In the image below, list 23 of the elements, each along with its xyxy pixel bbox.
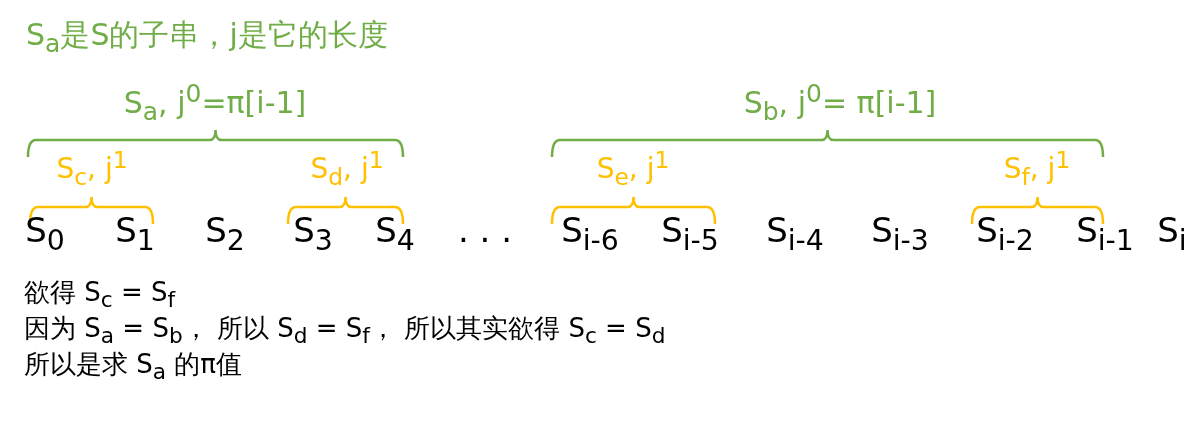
ellipsis: . . . <box>458 212 512 250</box>
sequence-element: S$_{3}$ <box>293 212 333 256</box>
text-line: 所以是求 S$_{a}$ 的π值 <box>24 350 242 384</box>
title: S$_{a}$是S的子串，j是它的长度 <box>26 18 388 58</box>
sequence-element: S$_{i-4}$ <box>766 212 824 256</box>
sequence-element: S$_{i-6}$ <box>561 212 619 256</box>
brace-label: S$_{a}$, j$^{0}$=π[i-1] <box>123 80 307 126</box>
text-line: 欲得 S$_{c}$ = S$_{f}$ <box>24 278 176 312</box>
sequence-element: S$_{0}$ <box>25 212 65 256</box>
sequence-element: S$_{1}$ <box>115 212 155 256</box>
sequence-element: S$_{i-3}$ <box>871 212 929 256</box>
sequence-element: S$_{i-5}$ <box>661 212 719 256</box>
sequence-element: S$_{i-2}$ <box>976 212 1034 256</box>
brace-label: S$_{e}$, j$^{1}$ <box>596 148 670 191</box>
text-line: 因为 S$_{a}$ = S$_{b}$， 所以 S$_{d}$ = S$_{f}$， 所以其实欲得 S$_{c}$ = S$_{d}$ <box>24 314 666 348</box>
sequence-element: S$_{4}$ <box>375 212 415 256</box>
brace-label: S$_{b}$, j$^{0}$= π[i-1] <box>743 80 937 126</box>
sequence-element: S$_{2}$ <box>205 212 245 256</box>
brace-label: S$_{d}$, j$^{1}$ <box>310 148 384 191</box>
sequence-element: S$_{i}$ <box>1157 212 1187 256</box>
brace-label: S$_{f}$, j$^{1}$ <box>1003 148 1071 191</box>
brace-label: S$_{c}$, j$^{1}$ <box>56 148 128 191</box>
sequence-element: S$_{i-1}$ <box>1076 212 1134 256</box>
